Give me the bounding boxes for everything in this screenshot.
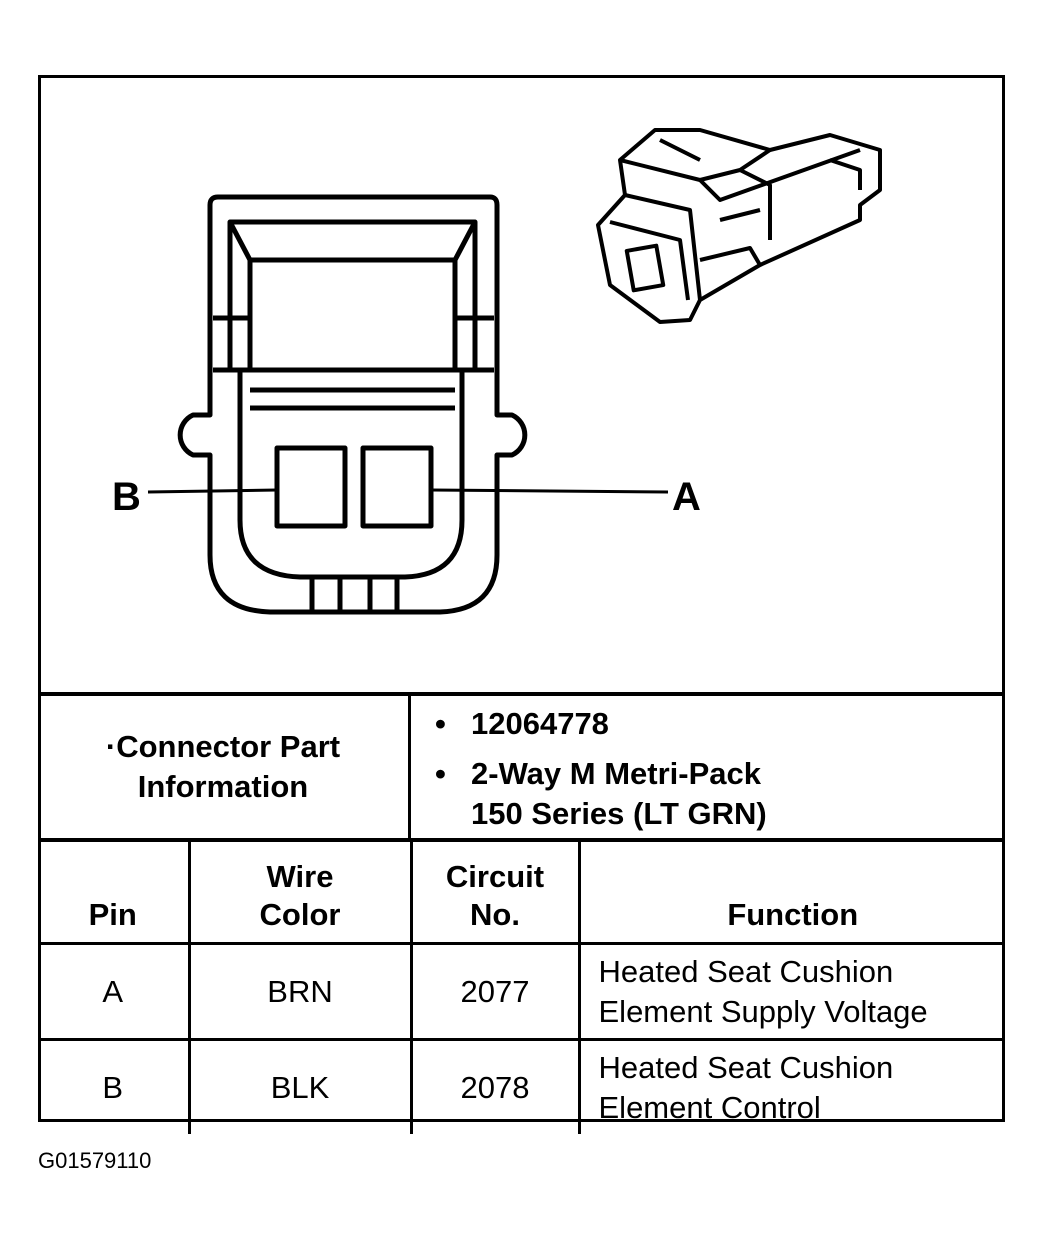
- pin-cell: B: [38, 1038, 191, 1134]
- circuit-cell: 2078: [409, 1038, 581, 1134]
- connector-face-view: [147, 194, 669, 615]
- connector-part-info-values: • 12064778 • 2-Way M Metri-Pack 150 Seri…: [411, 696, 1002, 838]
- connector-isometric-view: [596, 128, 882, 324]
- pin-cell: A: [38, 942, 191, 1041]
- pin-a-callout: A: [672, 475, 701, 519]
- connector-series: 150 Series (LT GRN): [471, 796, 767, 831]
- header-function: Function: [577, 842, 1005, 945]
- info-label-line1: ·Connector Part: [105, 729, 341, 764]
- part-number-item: • 12064778: [435, 704, 1002, 744]
- figure-code: G01579110: [38, 1148, 152, 1173]
- header-pin: Pin: [38, 842, 191, 945]
- connector-type-item: • 2-Way M Metri-Pack 150 Series (LT GRN): [435, 754, 1002, 834]
- info-label-line2: Information: [137, 769, 309, 804]
- connector-drawing-area: B A: [38, 75, 1005, 696]
- pin-b-callout: B: [112, 475, 141, 519]
- connector-type: 2-Way M Metri-Pack: [471, 756, 761, 791]
- bullet-icon: •: [435, 706, 446, 741]
- bullet-icon: •: [435, 756, 446, 791]
- wire-color-cell: BLK: [187, 1038, 413, 1134]
- wire-color-cell: BRN: [187, 942, 413, 1041]
- connector-part-info: ·Connector Part Information • 12064778 •…: [38, 696, 1005, 842]
- circuit-cell: 2077: [409, 942, 581, 1041]
- part-number: 12064778: [471, 706, 609, 741]
- connector-part-info-label: ·Connector Part Information: [38, 696, 411, 838]
